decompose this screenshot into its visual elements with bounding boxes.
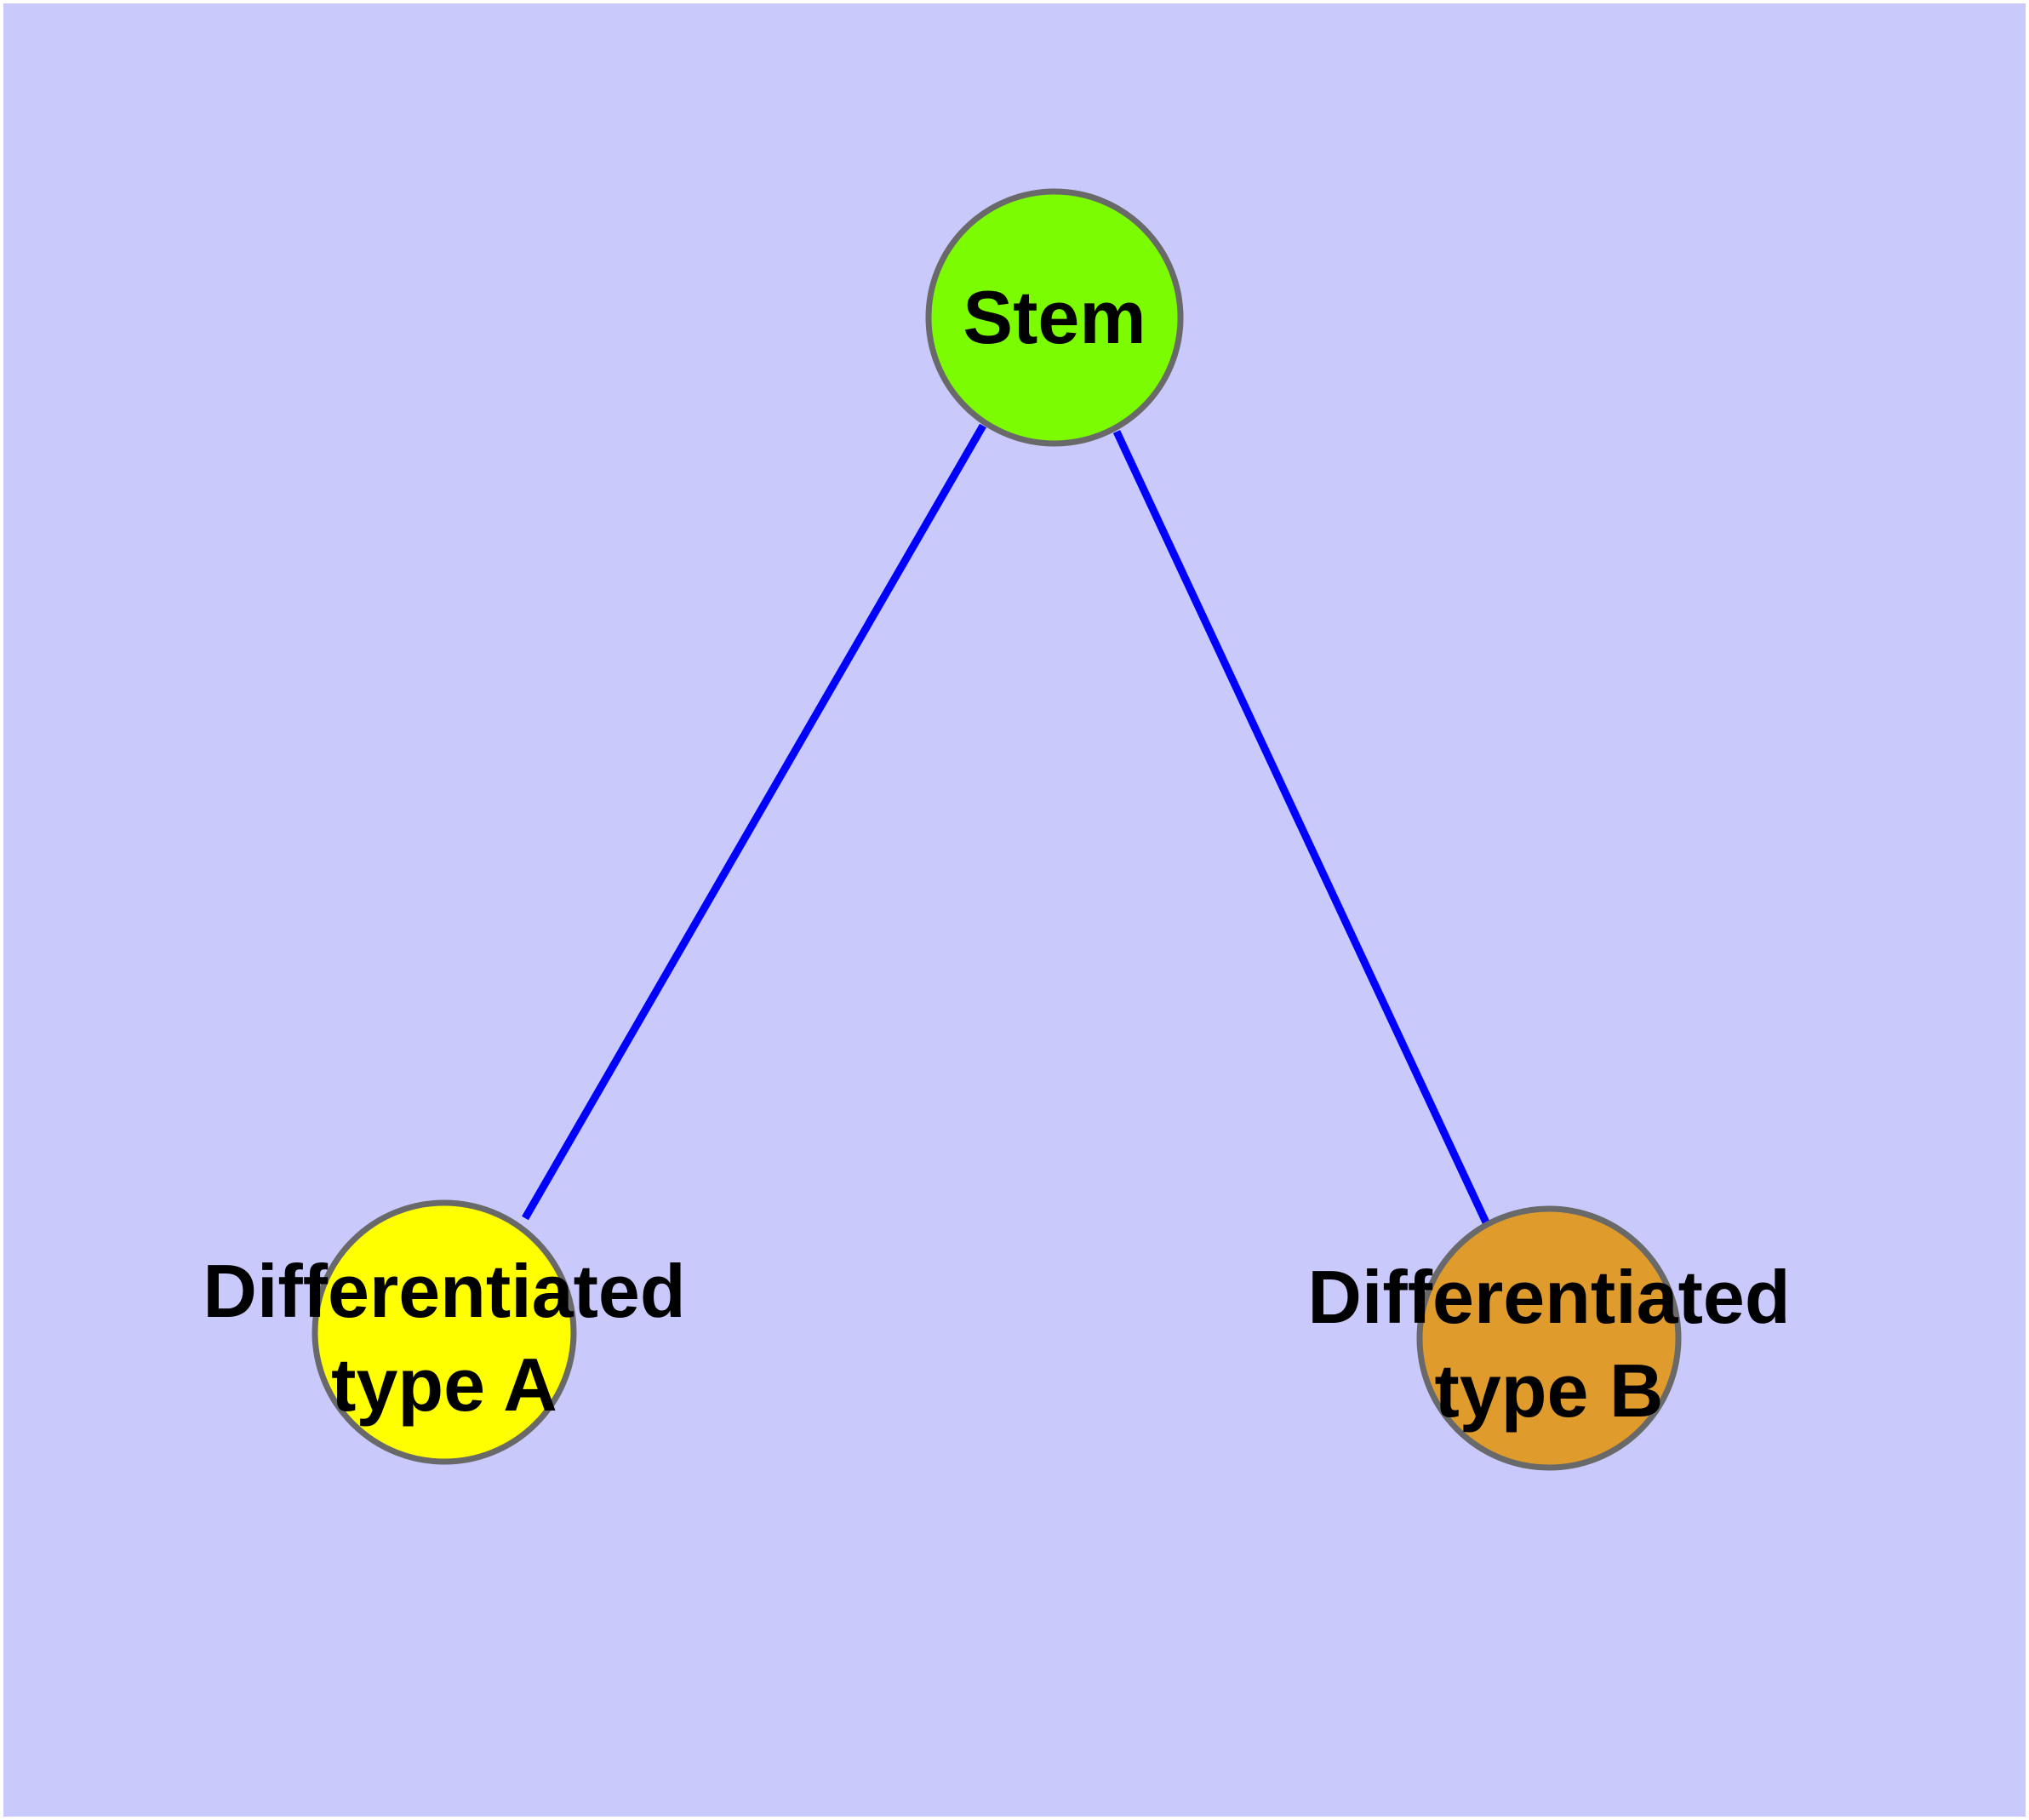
edge-stem-to-differentiated-a[interactable]	[522, 423, 986, 1221]
edge-layer	[522, 423, 1490, 1224]
lineage-graph: Stem Differentiated type A Differentiate…	[203, 188, 1791, 1471]
node-stem-circle[interactable]	[925, 188, 1184, 447]
node-differentiated-b-circle[interactable]	[1416, 1205, 1682, 1471]
node-differentiated-b-label-line2: type B	[1435, 1348, 1664, 1433]
node-differentiated-b[interactable]: Differentiated type B	[1307, 1205, 1791, 1471]
node-differentiated-b-label-line1: Differentiated	[1307, 1255, 1790, 1339]
node-differentiated-a-label-line2: type A	[331, 1342, 557, 1427]
node-layer: Stem Differentiated type A Differentiate…	[203, 188, 1791, 1471]
diagram-canvas: Stem Differentiated type A Differentiate…	[3, 3, 2026, 1817]
node-differentiated-a-label-line1: Differentiated	[203, 1249, 685, 1333]
node-stem-label-line1: Stem	[963, 275, 1146, 359]
node-differentiated-a-circle[interactable]	[311, 1199, 577, 1465]
node-stem[interactable]: Stem	[925, 188, 1184, 447]
edge-stem-to-differentiated-b[interactable]	[1112, 430, 1490, 1224]
node-differentiated-a[interactable]: Differentiated type A	[203, 1199, 686, 1465]
